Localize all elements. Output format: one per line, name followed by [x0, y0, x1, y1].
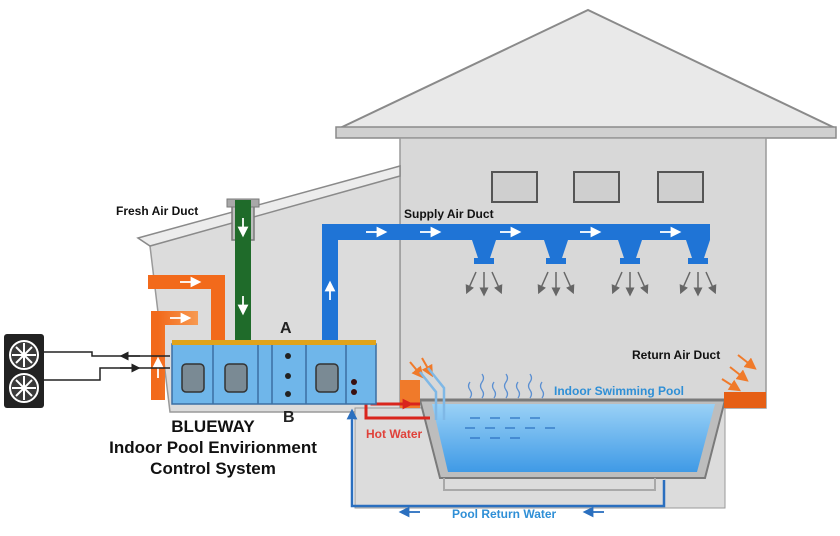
return-air-duct-label: Return Air Duct [632, 348, 721, 362]
indoor-swimming-pool-label: Indoor Swimming Pool [554, 384, 684, 398]
brand-name: BLUEWAY [171, 417, 255, 436]
outdoor-condenser [4, 334, 44, 408]
pool-return-water-loop [346, 408, 666, 518]
fresh-air-duct-label: Fresh Air Duct [116, 204, 199, 218]
brand-line-1: Indoor Pool Envirionment [109, 438, 317, 457]
main-roof [335, 8, 837, 139]
brand-line-2: Control System [150, 459, 276, 478]
evaporation-marks [467, 373, 545, 399]
pool-return-water-label: Pool Return Water [452, 507, 557, 521]
supply-air-duct-label: Supply Air Duct [404, 207, 494, 221]
point-b-label: B [283, 409, 295, 426]
fresh-air-duct [235, 200, 251, 346]
refrigerant-lines [44, 351, 170, 381]
point-a-label: A [280, 320, 292, 337]
hot-water-label: Hot Water [366, 427, 423, 441]
brand-title-block: BLUEWAY Indoor Pool Envirionment Control… [88, 416, 338, 479]
supply-air-duct [322, 224, 710, 346]
swimming-pool-basin [418, 398, 727, 479]
air-handling-unit [171, 340, 377, 405]
return-air-duct-path [148, 275, 225, 400]
pool-pipes [419, 367, 446, 420]
windows [491, 171, 704, 203]
diffusers [472, 240, 710, 264]
supply-air-arrows [465, 271, 717, 297]
